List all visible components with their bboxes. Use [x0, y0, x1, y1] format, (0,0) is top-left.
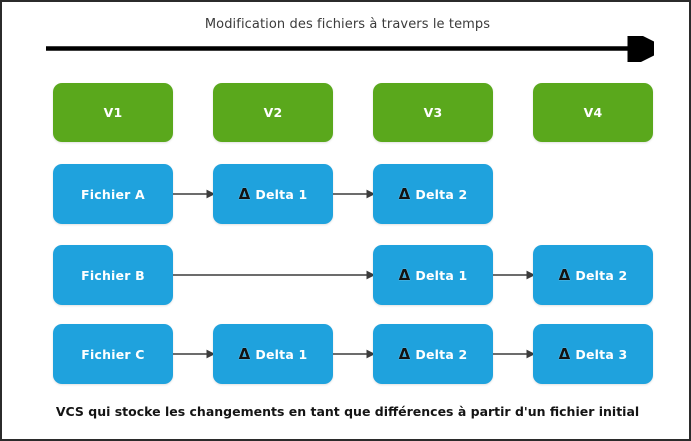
flow-arrow-icon [173, 189, 213, 199]
version-label: V3 [423, 105, 443, 120]
file-label: Fichier A [81, 186, 145, 202]
file-label: Fichier C [81, 346, 145, 362]
flow-arrow-icon [173, 349, 213, 359]
file-label: Fichier B [81, 267, 145, 283]
delta-label: Delta 1 [415, 267, 468, 283]
version-box-v2: V2 [213, 83, 333, 142]
flow-arrow-icon [333, 189, 373, 199]
delta-label: Delta 1 [255, 186, 308, 202]
flow-arrow-icon [493, 349, 533, 359]
delta-label: Delta 2 [575, 267, 628, 283]
flow-arrow-icon [333, 349, 373, 359]
delta-label: Delta 2 [415, 186, 468, 202]
delta-triangle-icon: Δ [558, 344, 571, 363]
delta-triangle-icon: Δ [398, 184, 411, 203]
version-label: V4 [583, 105, 603, 120]
file-box-fichier-b: Fichier B [53, 245, 173, 305]
page-title: Modification des fichiers à travers le t… [204, 17, 491, 32]
file-box-fichier-a: Fichier A [53, 164, 173, 224]
delta-triangle-icon: Δ [238, 344, 251, 363]
delta-triangle-icon: Δ [558, 265, 571, 284]
timeline-arrow-icon [46, 36, 654, 62]
version-label: V1 [103, 105, 123, 120]
delta-triangle-icon: Δ [398, 265, 411, 284]
version-box-v3: V3 [373, 83, 493, 142]
delta-label: Delta 3 [575, 346, 628, 362]
file-box-fichier-c: Fichier C [53, 324, 173, 384]
flow-arrow-icon [173, 270, 373, 280]
flow-arrow-icon [493, 270, 533, 280]
version-label: V2 [263, 105, 283, 120]
delta-triangle-icon: Δ [238, 184, 251, 203]
version-box-v1: V1 [53, 83, 173, 142]
delta-label: Delta 2 [415, 346, 468, 362]
diagram-caption: VCS qui stocke les changements en tant q… [55, 404, 640, 419]
delta-label: Delta 1 [255, 346, 308, 362]
delta-triangle-icon: Δ [398, 344, 411, 363]
version-box-v4: V4 [533, 83, 653, 142]
